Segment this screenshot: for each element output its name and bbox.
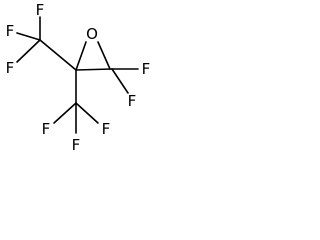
- fluorine-label: F: [72, 136, 81, 154]
- oxygen-label: O: [86, 25, 98, 43]
- bond-cf3-upper-f-left-top: [16, 32, 41, 41]
- bond-cf3-upper-f-left: [16, 39, 41, 63]
- structure-diagram: O F F F F F F F F: [6, 1, 151, 154]
- bond-cf3-lower-f-right: [75, 102, 99, 124]
- bond-cf3-lower-f-left: [53, 102, 77, 124]
- bond-o-c3: [97, 41, 111, 70]
- bond-c2-c3: [75, 68, 113, 71]
- fluorine-label: F: [36, 1, 45, 19]
- bond-c2-cf3-upper: [39, 39, 77, 71]
- fluorine-label: F: [128, 92, 137, 110]
- fluorine-label: F: [142, 60, 151, 78]
- fluorine-label: F: [102, 120, 111, 138]
- bonds: [16, 16, 139, 134]
- bond-c3-f-down: [111, 68, 129, 94]
- atom-labels: O F F F F F F F F: [6, 1, 151, 154]
- fluorine-label: F: [42, 120, 51, 138]
- bond-c2-o: [75, 41, 87, 71]
- fluorine-label: F: [6, 59, 15, 77]
- fluorine-label: F: [6, 22, 15, 40]
